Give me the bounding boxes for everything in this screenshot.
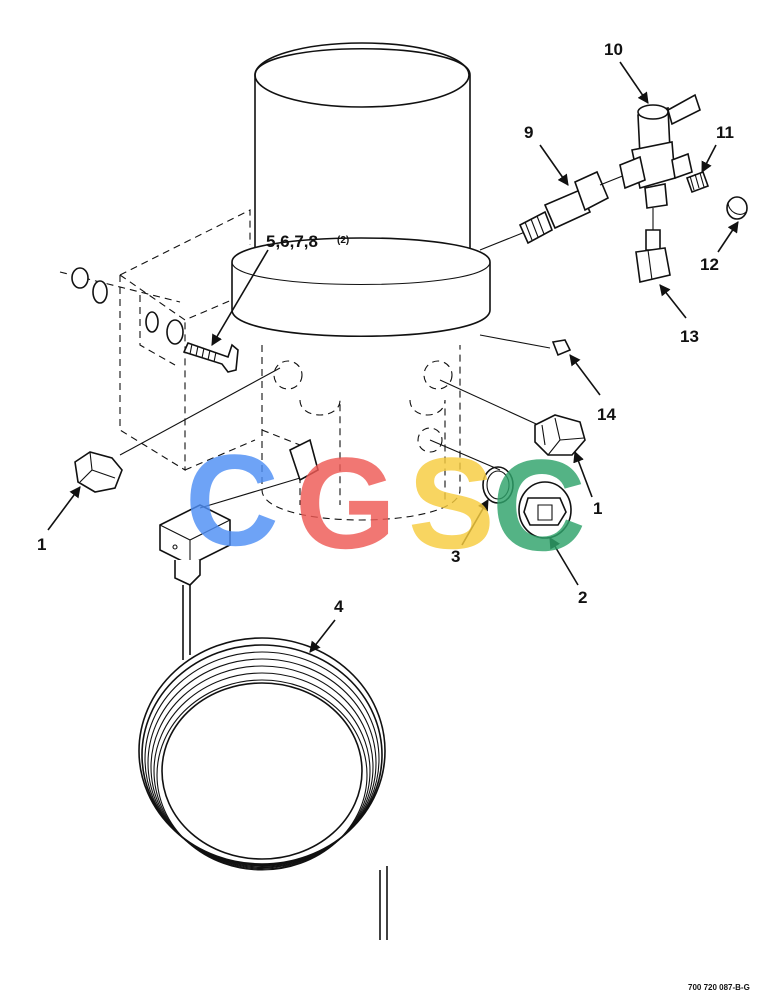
dust-cap bbox=[726, 196, 748, 220]
watermark-letter-g: G bbox=[295, 430, 396, 576]
coiled-capillary-tube bbox=[138, 585, 388, 940]
callout-2: 2 bbox=[578, 588, 587, 607]
callout-10: 10 bbox=[604, 40, 623, 59]
callout-4: 4 bbox=[334, 597, 344, 616]
housing-flange bbox=[231, 237, 491, 337]
sight-glass-plug bbox=[518, 481, 572, 539]
callout-14: 14 bbox=[597, 405, 616, 424]
drain-plug-left bbox=[74, 367, 281, 493]
callout-1-left: 1 bbox=[37, 535, 46, 554]
callout-leaders bbox=[47, 61, 739, 653]
mounting-bracket-outline bbox=[119, 209, 256, 471]
watermark-letter-c1: C bbox=[185, 427, 279, 573]
callout-9: 9 bbox=[524, 123, 533, 142]
watermark-letter-c2: C bbox=[492, 432, 586, 578]
callout-11: 11 bbox=[716, 123, 734, 142]
callout-1-right: 1 bbox=[593, 499, 602, 518]
grease-fitting bbox=[479, 334, 572, 357]
tee-valve bbox=[599, 93, 701, 209]
callout-labels: 10 9 11 12 13 14 5,6,7,8 (2) 1 1 3 2 4 7… bbox=[37, 40, 750, 992]
tube-nut bbox=[635, 208, 671, 283]
watermark: C G S C bbox=[185, 427, 586, 578]
pipe-plug bbox=[685, 170, 710, 194]
callout-12: 12 bbox=[700, 255, 719, 274]
callout-3: 3 bbox=[451, 547, 460, 566]
callout-13: 13 bbox=[680, 327, 699, 346]
callout-quantity: (2) bbox=[337, 235, 349, 246]
o-ring bbox=[429, 439, 514, 504]
drain-plug-right bbox=[439, 379, 586, 456]
watermark-letter-s: S bbox=[408, 430, 495, 576]
callout-5-6-7-8: 5,6,7,8 bbox=[266, 232, 318, 251]
figure-id: 700 720 087-B-G bbox=[688, 983, 750, 992]
mounting-bolt bbox=[182, 342, 239, 373]
bracket-hardware bbox=[59, 267, 184, 345]
reservoir-canister bbox=[254, 42, 471, 263]
adapter-fitting bbox=[479, 170, 610, 251]
pressure-switch bbox=[159, 438, 319, 586]
